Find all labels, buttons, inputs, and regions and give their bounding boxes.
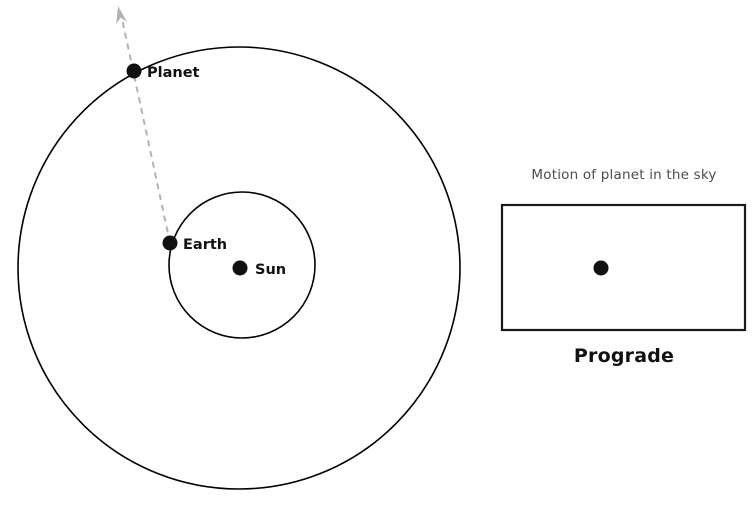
sky-box-caption: Prograde xyxy=(573,345,675,367)
sun-label: Sun xyxy=(255,262,286,278)
outer-orbit-circle xyxy=(17,46,461,490)
line-of-sight-dashed xyxy=(120,13,171,244)
earth-dot xyxy=(162,235,178,251)
line-of-sight-arrowhead xyxy=(116,6,127,24)
sky-planet-marker xyxy=(593,260,609,276)
planet-dot xyxy=(126,63,142,79)
sun-dot xyxy=(232,260,248,276)
sky-box-frame xyxy=(500,203,747,332)
planet-label: Planet xyxy=(147,65,200,81)
sky-motion-box xyxy=(500,203,747,332)
sky-box-title: Motion of planet in the sky xyxy=(531,167,717,183)
inner-orbit-circle xyxy=(168,191,316,339)
earth-label: Earth xyxy=(183,237,227,253)
